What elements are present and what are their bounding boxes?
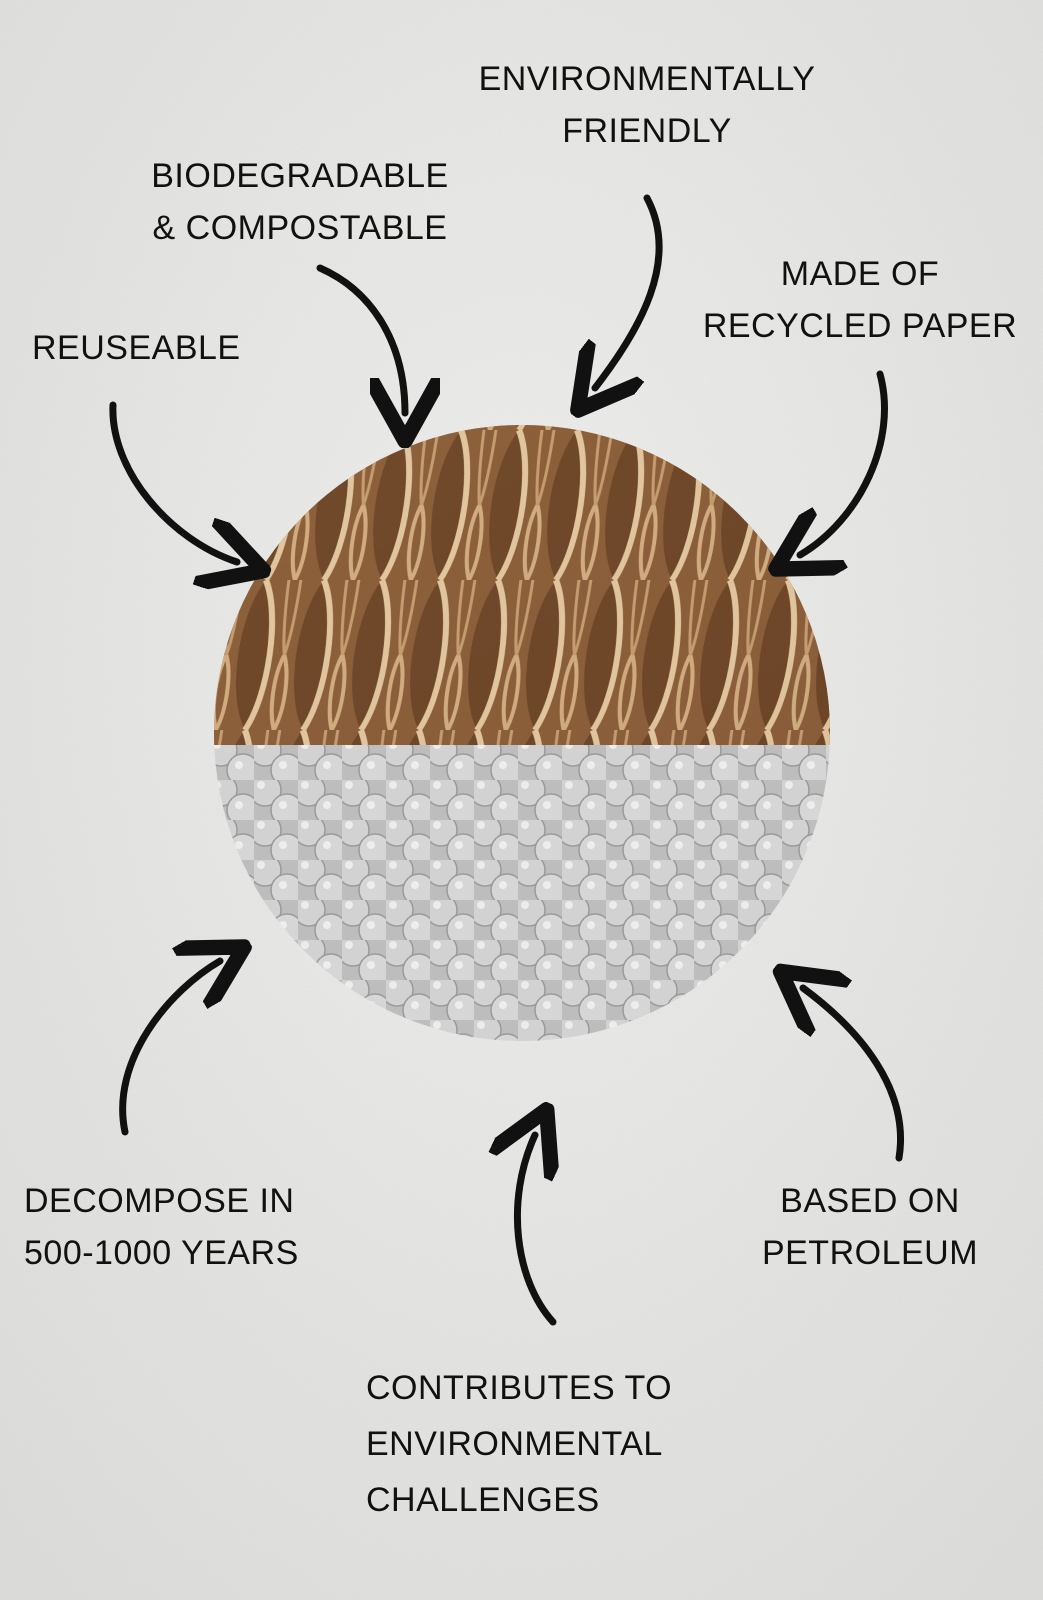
label-biodegradable-compostable: BIODEGRADABLE & COMPOSTABLE [151,157,449,247]
label-reuseable: REUSEABLE [32,329,241,367]
label-based-on-petroleum: BASED ON PETROLEUM [761,1182,979,1272]
arrow-reuseable [109,401,237,562]
label-environmentally-friendly: ENVIRONMENTALLY FRIENDLY [478,60,816,150]
arrow-petroleum [803,988,904,1162]
arrow-decompose [119,961,220,1136]
label-decompose-years: DECOMPOSE IN 500-1000 YEARS [24,1182,299,1272]
arrow-environmentally-friendly [595,194,663,388]
arrow-environmental-challenges [517,1135,553,1326]
label-made-of-recycled-paper: MADE OF RECYCLED PAPER [702,255,1018,345]
arrow-recycled-paper [800,370,888,555]
label-contributes-environmental-challenges: CONTRIBUTES TO ENVIRONMENTAL CHALLENGES [366,1369,673,1519]
arrow-biodegradable [316,264,405,413]
